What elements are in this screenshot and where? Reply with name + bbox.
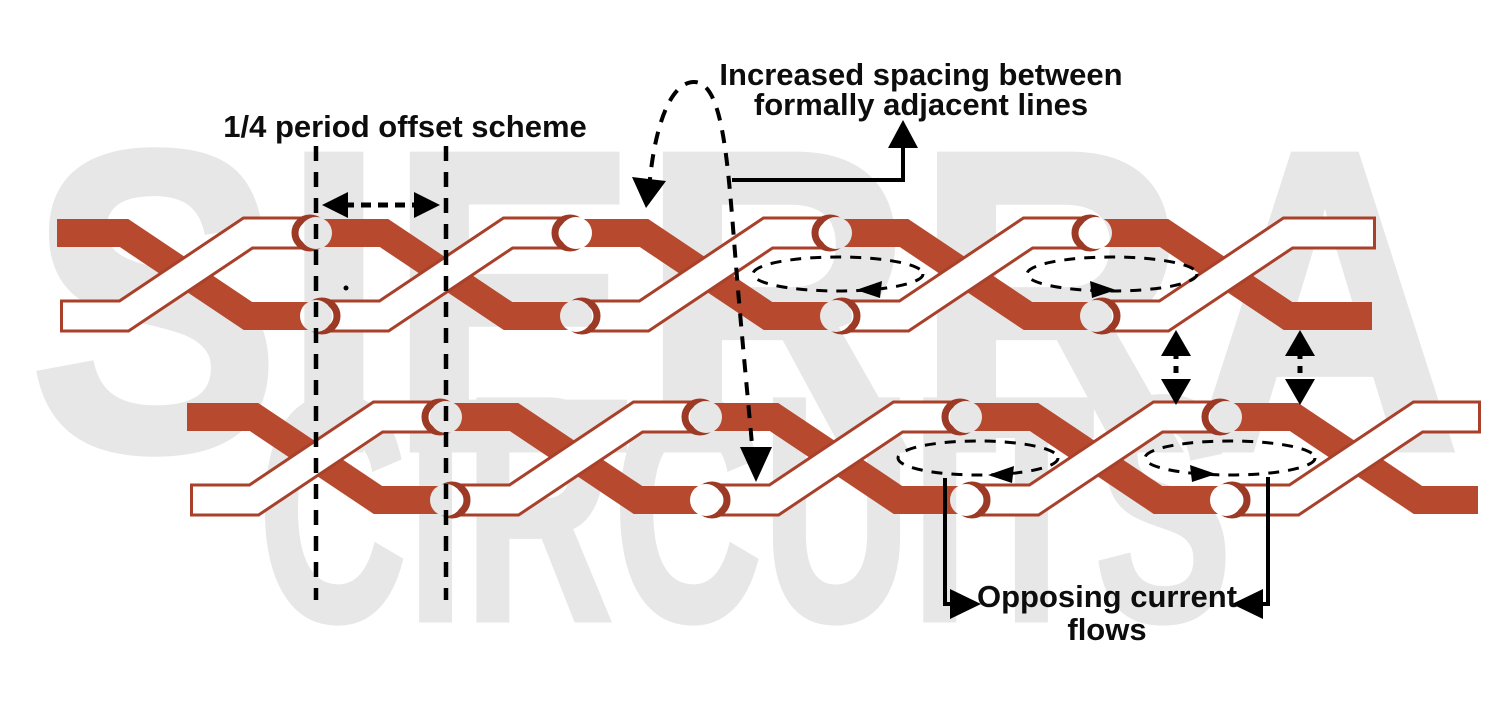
offset-scheme-label: 1/4 period offset scheme xyxy=(223,109,587,144)
stray-dot xyxy=(343,285,349,291)
spacing-leader-line xyxy=(732,148,905,182)
spacing-leader-arrowhead-icon xyxy=(888,120,918,148)
increased-spacing-label-line1: Increased spacing between xyxy=(719,57,1122,92)
gap-arrow-right-up-icon xyxy=(1285,330,1315,356)
row-gap-arrows xyxy=(1161,330,1315,405)
opposing-current-label-line1: Opposing current xyxy=(977,579,1237,614)
current-loop-bottom-left xyxy=(896,439,1060,477)
top-row-white-segments xyxy=(60,216,1376,333)
loop-arrow-right-icon xyxy=(1190,465,1216,482)
increased-spacing-annotation: Increased spacing between formally adjac… xyxy=(632,57,1123,482)
current-loop-bottom-right xyxy=(1143,439,1317,477)
current-bracket-right xyxy=(1263,477,1270,606)
loop-arrow-left-icon xyxy=(856,281,882,298)
gap-arrow-left-up-icon xyxy=(1161,330,1191,356)
offset-arrowhead-left-icon xyxy=(322,192,348,218)
spacing-curve-arrowhead-top-icon xyxy=(632,177,666,208)
gap-arrow-left-down-icon xyxy=(1161,379,1191,405)
offset-scheme-annotation: 1/4 period offset scheme xyxy=(223,109,587,600)
current-loops xyxy=(751,255,1317,483)
current-bracket-left xyxy=(943,478,950,606)
gap-arrow-right-down-icon xyxy=(1285,379,1315,405)
via-rings xyxy=(291,214,1251,519)
current-bracket-left-arrowhead-icon xyxy=(950,589,981,619)
opposing-current-annotation: Opposing current flows xyxy=(943,477,1270,647)
spacing-pointer-curve xyxy=(647,79,755,457)
increased-spacing-label-line2: formally adjacent lines xyxy=(754,87,1088,122)
loop-arrow-right-icon xyxy=(1090,281,1116,298)
watermark: SIERRA CIRCUITS xyxy=(26,60,1465,691)
opposing-current-label-line2: flows xyxy=(1067,612,1146,647)
offset-arrowhead-right-icon xyxy=(414,192,440,218)
current-bracket-right-arrowhead-icon xyxy=(1232,589,1263,619)
spacing-curve-arrowhead-bottom-icon xyxy=(740,447,772,482)
current-loop-top-left xyxy=(751,255,925,293)
loop-arrow-left-icon xyxy=(988,466,1014,483)
